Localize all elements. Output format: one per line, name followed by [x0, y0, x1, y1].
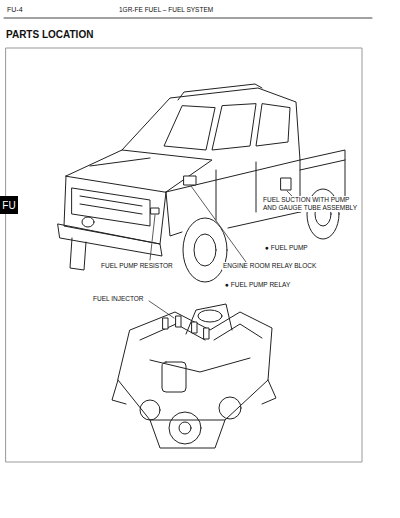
part-name: FUEL SUCTION WITH PUMP AND GAUGE TUBE AS…: [262, 196, 360, 212]
fuel-pump-symbol: [281, 178, 291, 190]
tab-text: FU: [2, 200, 15, 211]
header-rule: [4, 18, 372, 19]
engine-drawing: [112, 304, 276, 448]
page-number: FU-4: [6, 6, 24, 14]
part-name: ● FUEL PUMP: [264, 244, 309, 252]
page-title: PARTS LOCATION: [6, 29, 93, 40]
part-name: FUEL PUMP RESISTOR: [100, 262, 174, 270]
relay-block-symbol: [184, 176, 196, 185]
resistor-symbol: [151, 208, 159, 214]
section-header: 1GR-FE FUEL – FUEL SYSTEM: [118, 6, 214, 14]
part-name: ENGINE ROOM RELAY BLOCK: [222, 262, 317, 270]
section-tab: FU: [0, 196, 18, 214]
figure-frame: [6, 48, 362, 462]
truck-drawing: [58, 84, 345, 282]
part-name: FUEL INJECTOR: [92, 295, 145, 303]
part-name: ● FUEL PUMP RELAY: [224, 281, 291, 289]
